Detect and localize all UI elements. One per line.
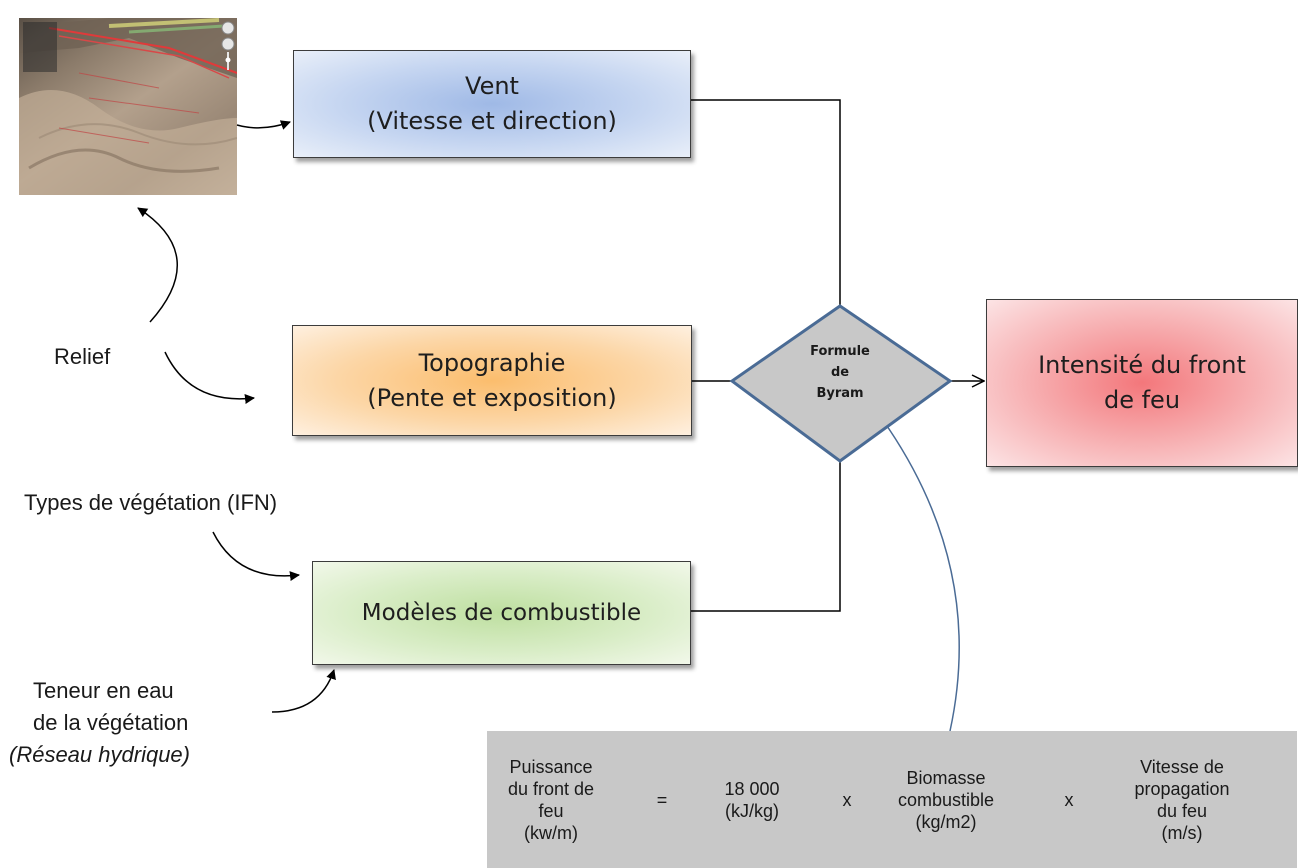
formula-term4-line: propagation <box>1134 778 1230 799</box>
formula-term-puissance: Puissance du front de feu (kw/m) <box>487 731 615 868</box>
diamond-line3: Byram <box>816 386 864 401</box>
relief-label: Relief <box>54 344 111 369</box>
formula-term3-line: combustible <box>897 789 995 810</box>
topographie-box: Topographie (Pente et exposition) <box>292 325 692 436</box>
arrow-teneur-to-comb <box>271 669 336 713</box>
arrow-relief-to-map <box>137 207 179 323</box>
formula-times-1: x <box>832 731 862 868</box>
formula-term2-line: 18 000 <box>724 778 780 799</box>
formula-term-vitesse: Vitesse de propagation du feu (m/s) <box>1112 731 1252 868</box>
formula-term1-line: Puissance <box>509 756 593 777</box>
intensite-line2: de feu <box>1103 386 1181 414</box>
byram-diamond <box>729 304 953 463</box>
vegetation-label: Types de végétation (IFN) <box>24 490 278 515</box>
formula-term1-line: feu <box>538 800 564 821</box>
formula-equals: = <box>642 731 682 868</box>
formula-term-biomasse: Biomasse combustible (kg/m2) <box>880 731 1012 868</box>
formula-term1-line: du front de <box>507 778 595 799</box>
formula-term4-line: du feu <box>1156 800 1208 821</box>
byram-diamond-label: Formule de Byram <box>770 341 910 404</box>
teneur-label-line2: de la végétation <box>33 710 189 735</box>
diamond-line2: de <box>830 365 850 380</box>
formula-term4-line: (m/s) <box>1161 822 1203 843</box>
formula-term1-line: (kw/m) <box>524 822 578 843</box>
terrain-map-thumbnail <box>19 18 237 195</box>
arrow-map-to-vent <box>236 120 291 130</box>
combustible-box: Modèles de combustible <box>312 561 691 665</box>
formula-term4-line: Vitesse de <box>1140 756 1224 777</box>
formula-term3-line: (kg/m2) <box>915 811 977 832</box>
arrow-vegetation-to-comb <box>212 531 300 581</box>
formula-term3-line: Biomasse <box>906 767 986 788</box>
connector-vent <box>691 99 841 306</box>
topographie-subtitle: (Pente et exposition) <box>367 383 617 412</box>
formula-times-2: x <box>1054 731 1084 868</box>
vent-box: Vent (Vitesse et direction) <box>293 50 691 158</box>
connector-comb <box>691 461 841 612</box>
times-sign: x <box>842 789 852 810</box>
vent-subtitle: (Vitesse et direction) <box>367 107 617 135</box>
terrain-map-icon <box>19 18 237 195</box>
intensite-box: Intensité du front de feu <box>986 299 1298 467</box>
teneur-label-line3: (Réseau hydrique) <box>9 742 190 767</box>
topographie-title: Topographie <box>418 348 566 377</box>
combustible-title: Modèles de combustible <box>361 599 642 626</box>
equals-sign: = <box>656 789 668 810</box>
vent-title: Vent <box>465 72 519 100</box>
times-sign: x <box>1064 789 1074 810</box>
callout-curve <box>886 425 960 732</box>
diamond-line1: Formule <box>810 344 870 359</box>
formula-term2-line: (kJ/kg) <box>725 800 779 821</box>
teneur-label-line1: Teneur en eau <box>33 678 174 703</box>
formula-panel: Puissance du front de feu (kw/m) = 18 00… <box>487 731 1297 868</box>
formula-term-constant: 18 000 (kJ/kg) <box>707 731 797 868</box>
arrow-relief-to-topo <box>164 351 255 404</box>
intensite-line1: Intensité du front <box>1038 351 1246 379</box>
